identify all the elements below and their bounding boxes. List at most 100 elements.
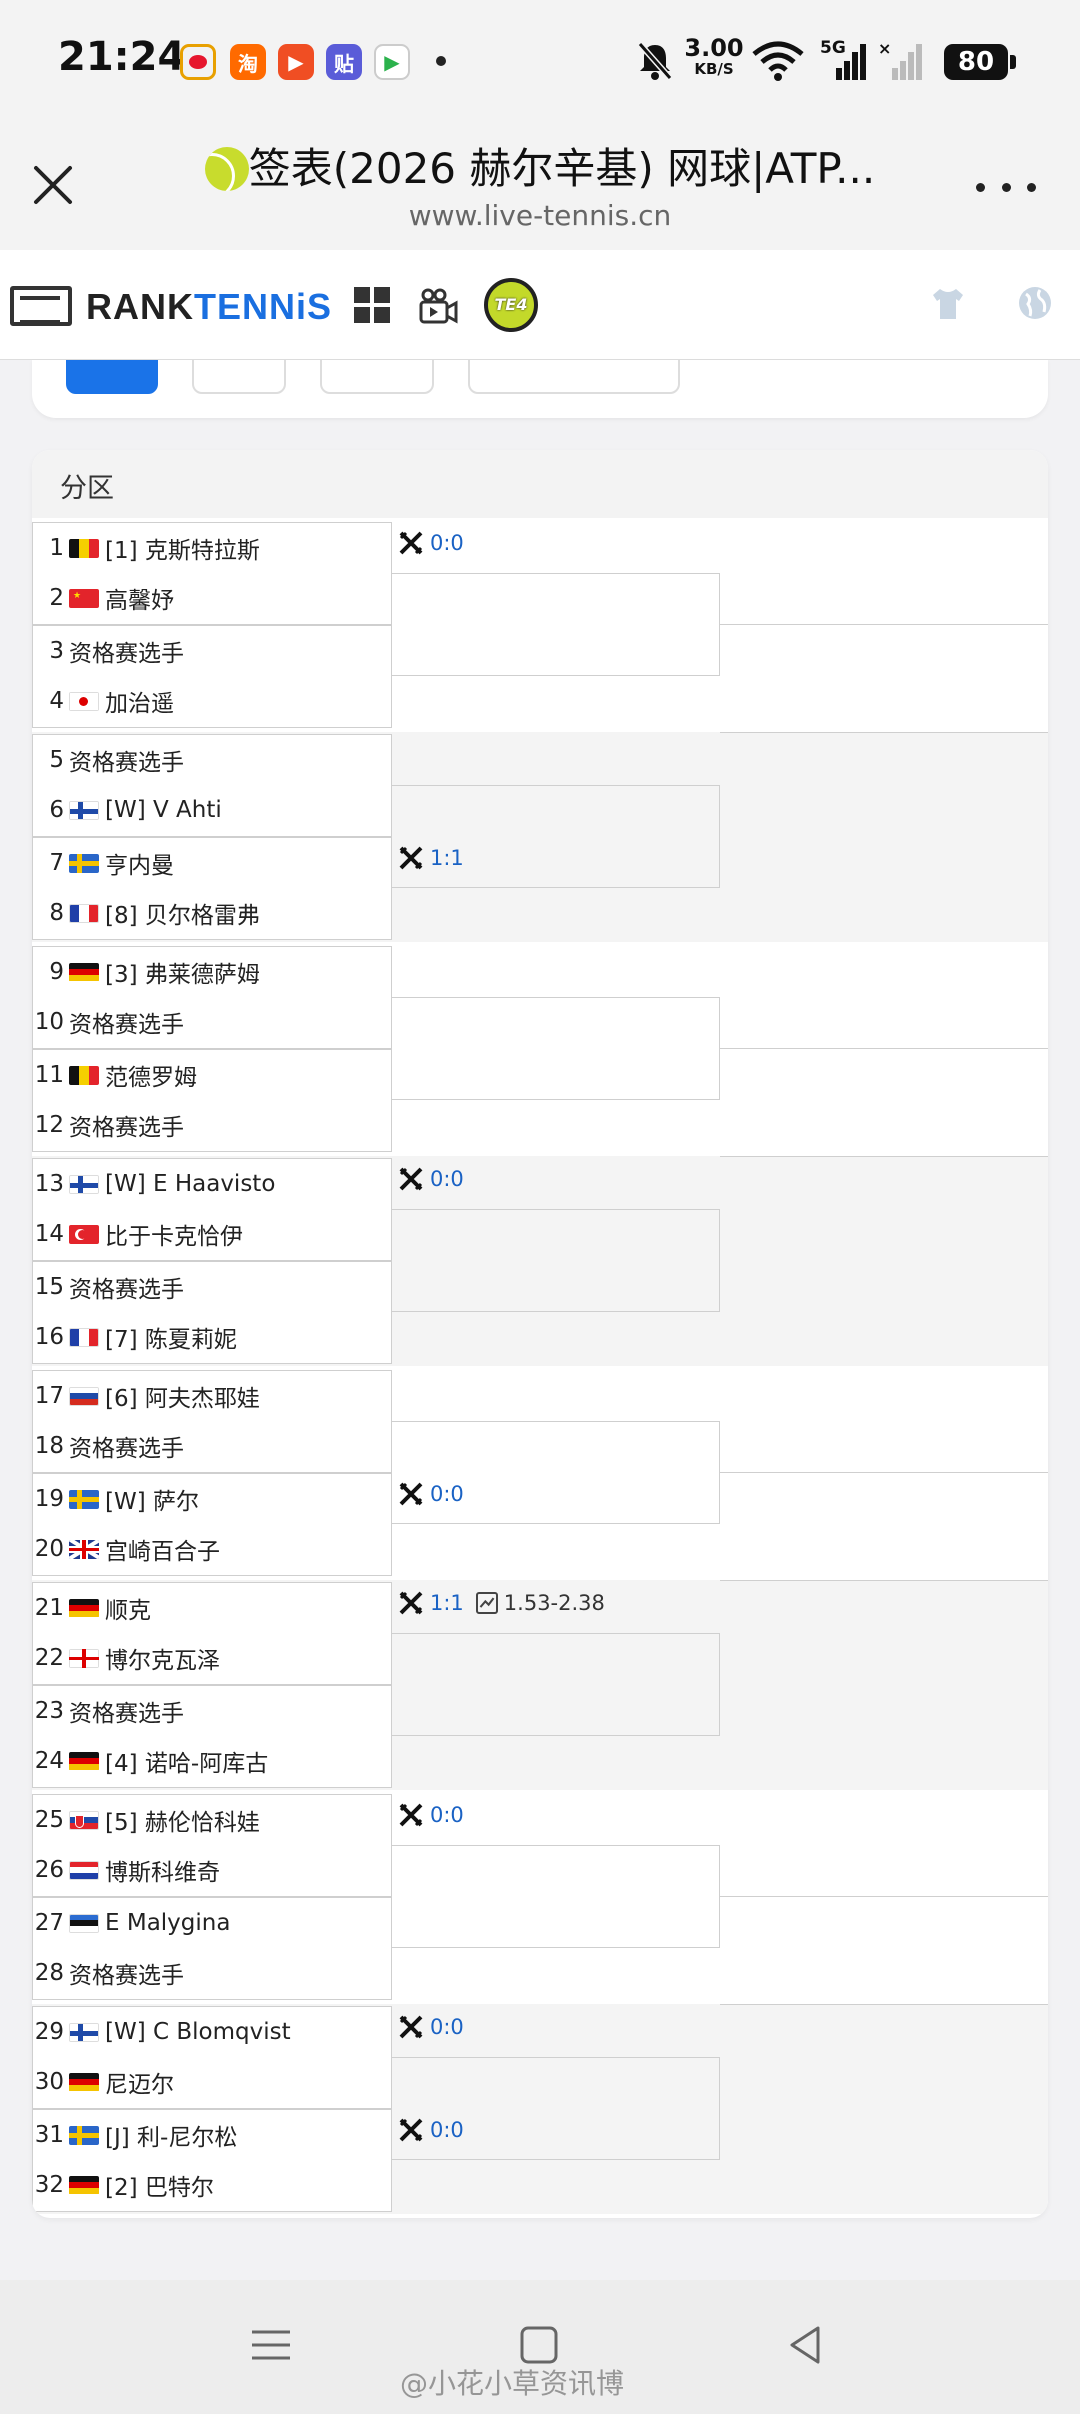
h2h-score[interactable]: 0:0 [430,1167,464,1191]
player-row[interactable]: 1[1] 克斯特拉斯 [33,523,391,573]
back-button[interactable] [780,2320,830,2370]
close-button[interactable] [28,160,78,210]
player-name[interactable]: 资格赛选手 [69,750,184,776]
player-name[interactable]: 博斯科维奇 [105,1860,220,1886]
globe-icon[interactable] [1016,284,1054,322]
player-row[interactable]: 6[W] V Ahti [33,785,391,835]
h2h-record[interactable]: 0:0 [398,1164,464,1194]
h2h-record[interactable]: 0:0 [398,2115,464,2145]
filter-tab-4[interactable] [468,360,680,394]
site-name[interactable]: RANKTENNiS [86,286,332,328]
player-row[interactable]: 17[6] 阿夫杰耶娃 [33,1371,391,1421]
te-badge-icon[interactable]: TE4 [484,278,538,332]
player-row[interactable]: 31[J] 利-尼尔松 [33,2110,391,2160]
player-row[interactable]: 29[W] C Blomqvist [33,2007,391,2057]
player-name[interactable]: 资格赛选手 [69,1436,184,1462]
player-name[interactable]: 资格赛选手 [69,1277,184,1303]
h2h-record[interactable]: 0:0 [398,1479,464,1509]
h2h-score[interactable]: 1:1 [430,1591,464,1615]
player-name[interactable]: 资格赛选手 [69,1115,184,1141]
h2h-record[interactable]: 1:1 1.53-2.38 [398,1588,605,1618]
filter-tab-1[interactable] [66,360,158,394]
grid-menu-icon[interactable] [354,287,390,323]
player-name[interactable]: [8] 贝尔格雷弗 [105,903,260,929]
player-name[interactable]: [W] C Blomqvist [105,2019,291,2045]
player-row[interactable]: 13[W] E Haavisto [33,1159,391,1209]
player-name[interactable]: 宫崎百合子 [105,1539,220,1565]
h2h-record[interactable]: 0:0 [398,528,464,558]
player-row[interactable]: 9[3] 弗莱德萨姆 [33,947,391,997]
player-name[interactable]: [W] E Haavisto [105,1171,276,1197]
player-name[interactable]: 资格赛选手 [69,1701,184,1727]
player-row[interactable]: 24[4] 诺哈-阿库古 [33,1736,391,1786]
player-row[interactable]: 25[5] 赫伦恰科娃 [33,1795,391,1845]
player-row[interactable]: 19[W] 萨尔 [33,1474,391,1524]
player-name[interactable]: [W] 萨尔 [105,1489,199,1515]
player-name[interactable]: 范德罗姆 [105,1065,197,1091]
h2h-score[interactable]: 0:0 [430,1803,464,1827]
player-name[interactable]: [5] 赫伦恰科娃 [105,1810,260,1836]
player-name[interactable]: 高馨妤 [105,588,174,614]
player-row[interactable]: 8[8] 贝尔格雷弗 [33,888,391,938]
filter-tab-2[interactable] [192,360,286,394]
player-name[interactable]: [3] 弗莱德萨姆 [105,962,260,988]
h2h-record[interactable]: 1:1 [398,843,464,873]
player-name[interactable]: 顺克 [105,1598,151,1624]
menu-button[interactable] [246,2320,296,2370]
player-name[interactable]: [4] 诺哈-阿库古 [105,1751,269,1777]
more-options-button[interactable] [976,177,1036,197]
filter-tab-3[interactable] [320,360,434,394]
h2h-score[interactable]: 0:0 [430,2015,464,2039]
player-name[interactable]: 资格赛选手 [69,1012,184,1038]
player-name[interactable]: [J] 利-尼尔松 [105,2125,238,2151]
player-name[interactable]: [1] 克斯特拉斯 [105,538,260,564]
player-name[interactable]: E Malygina [105,1910,231,1936]
player-name[interactable]: [6] 阿夫杰耶娃 [105,1386,260,1412]
player-name[interactable]: [2] 巴特尔 [105,2175,214,2201]
h2h-score[interactable]: 0:0 [430,531,464,555]
shirt-icon[interactable] [930,286,966,322]
player-name[interactable]: [7] 陈夏莉妮 [105,1327,237,1353]
player-name[interactable]: 博尔克瓦泽 [105,1648,220,1674]
player-name[interactable]: [W] V Ahti [105,797,222,823]
player-name[interactable]: 加治遥 [105,691,174,717]
h2h-score[interactable]: 0:0 [430,1482,464,1506]
player-row[interactable]: 32[2] 巴特尔 [33,2160,391,2210]
player-row[interactable]: 16[7] 陈夏莉妮 [33,1312,391,1362]
player-name[interactable]: 比于卡克恰伊 [105,1224,243,1250]
h2h-score[interactable]: 1:1 [430,846,464,870]
home-button[interactable] [514,2320,564,2370]
h2h-record[interactable]: 0:0 [398,1800,464,1830]
odds[interactable]: 1.53-2.38 [475,1591,605,1615]
